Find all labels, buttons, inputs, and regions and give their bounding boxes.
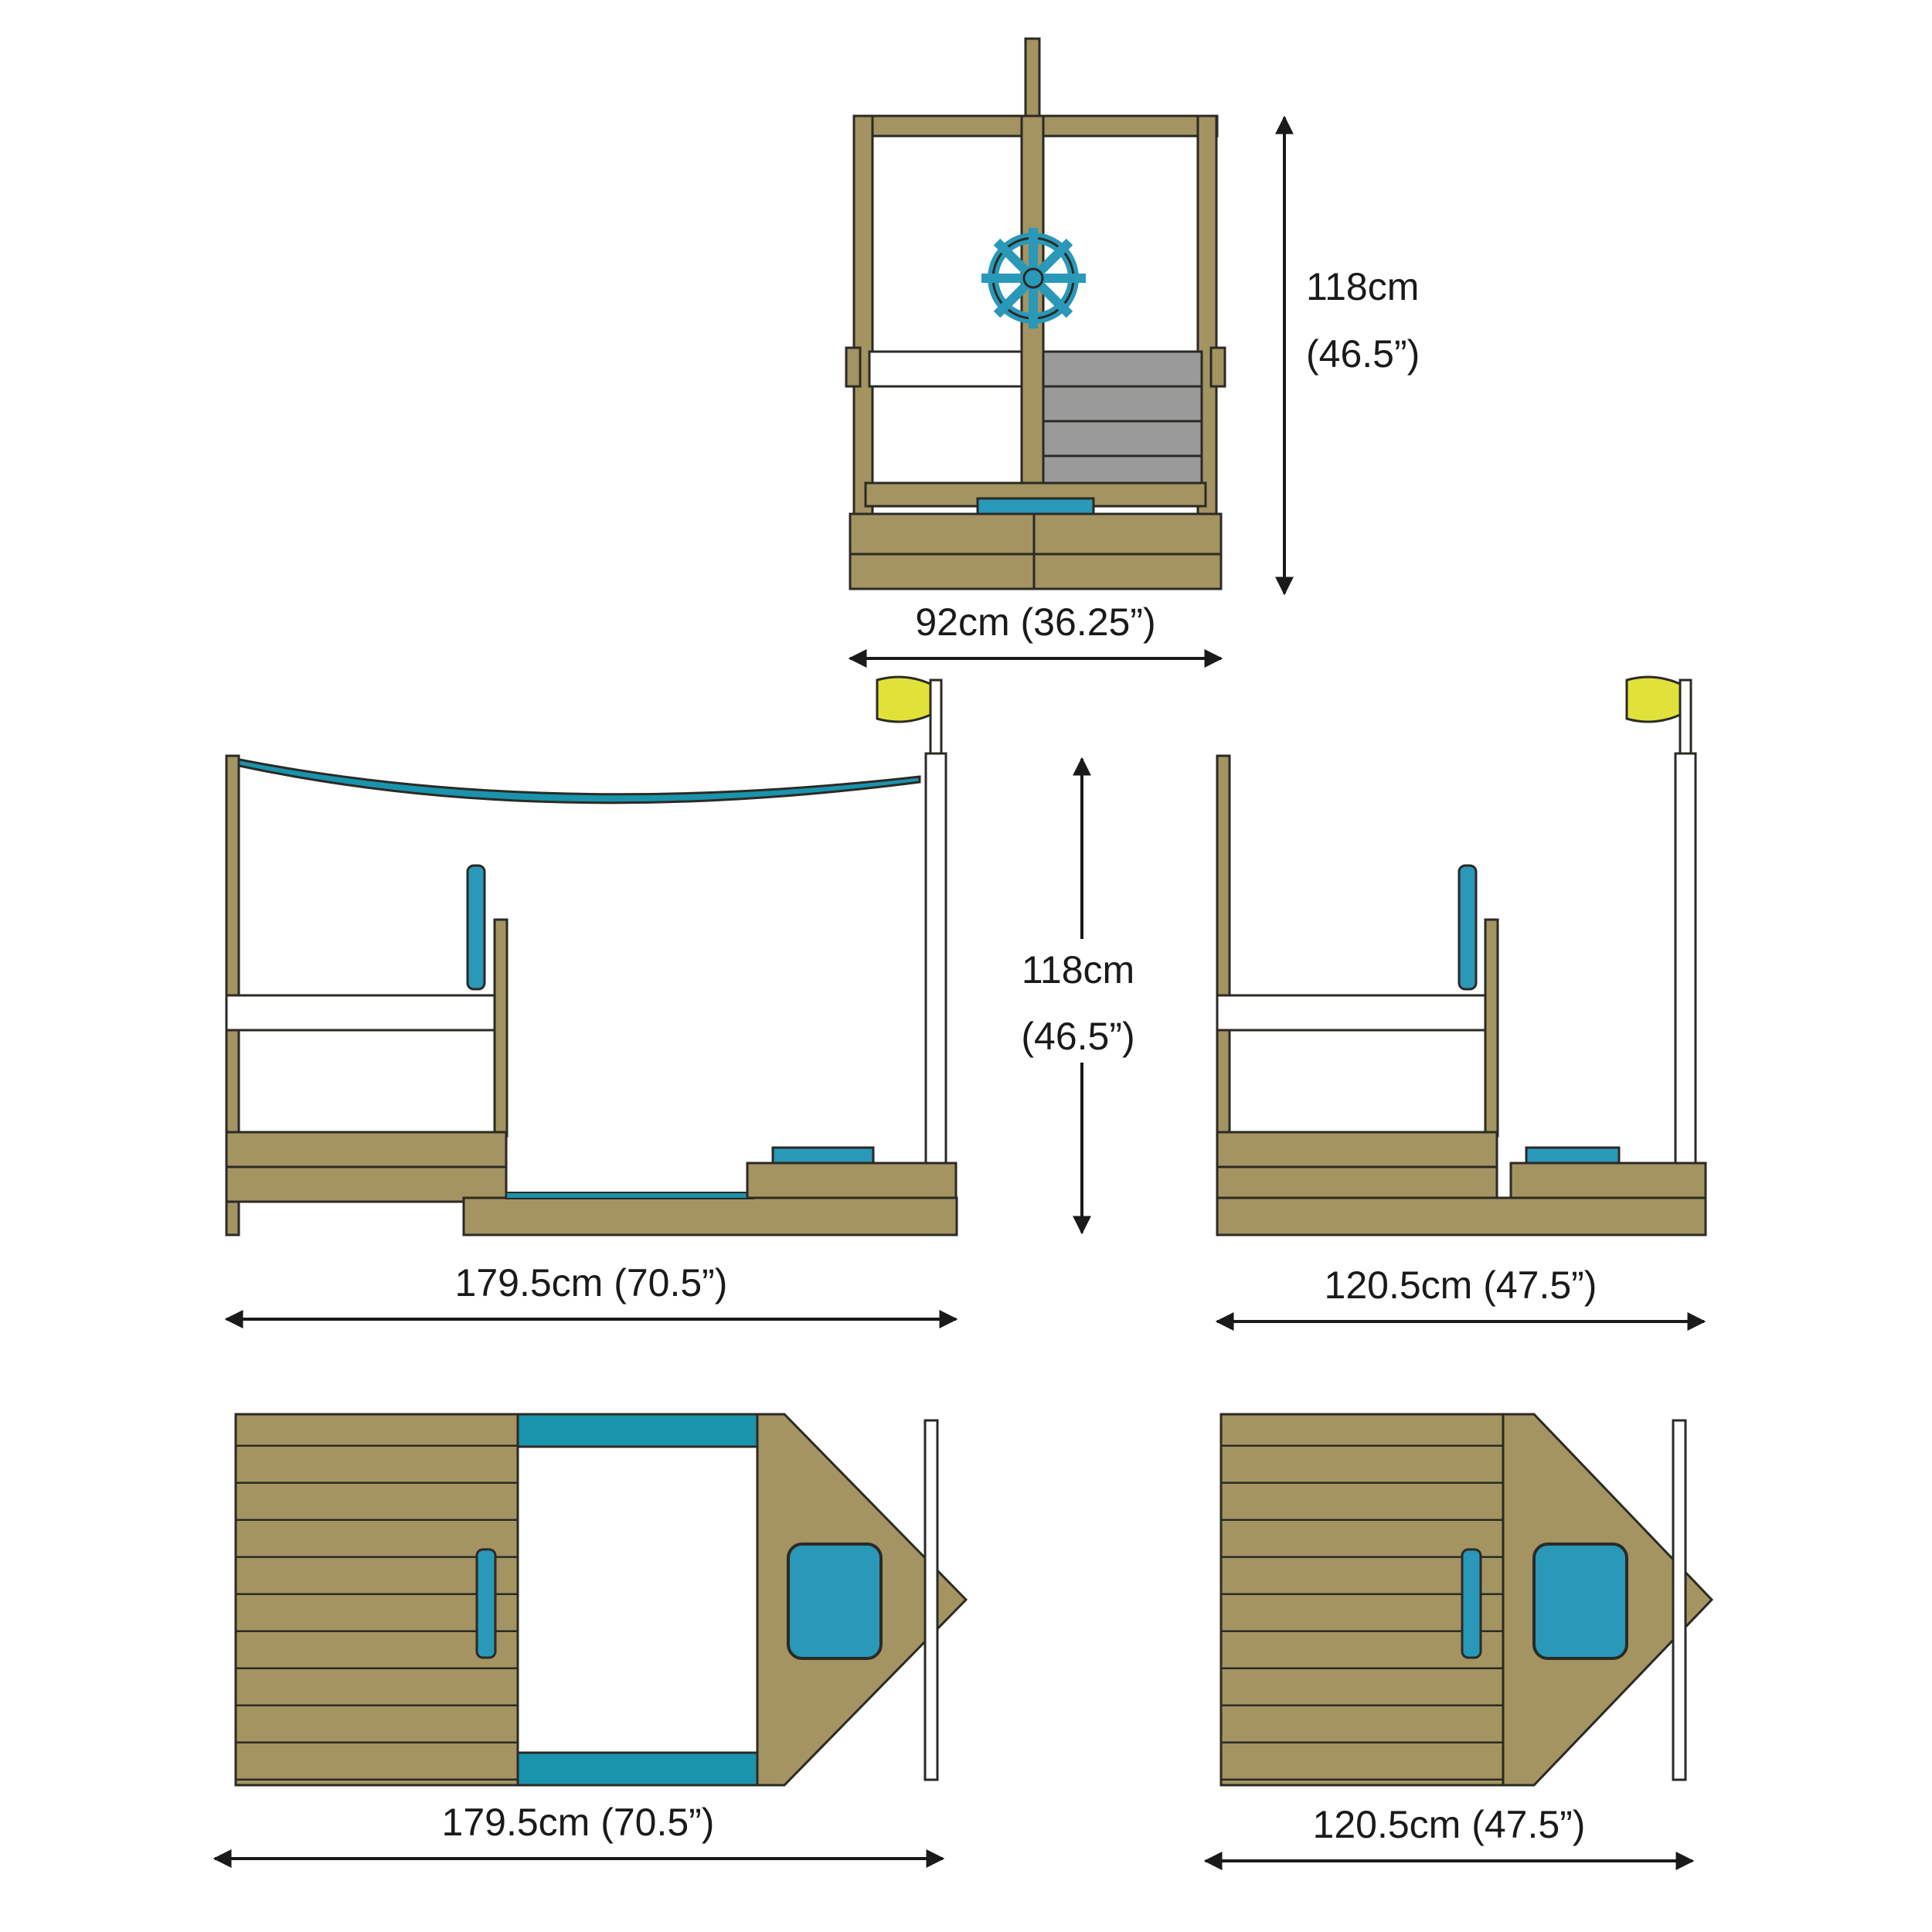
side-short-steering-wheel-icon [1458, 864, 1478, 991]
front-teal-box [976, 497, 1095, 515]
side-long-base [462, 1196, 958, 1236]
top-long-width-label: 179.5cm (70.5”) [442, 1801, 715, 1844]
top-long-teal-rail-bottom [516, 1751, 759, 1787]
top-short-teal-hatch [1532, 1543, 1628, 1660]
side-long-bench-1 [225, 1131, 508, 1168]
front-width-label: 92cm (36.25”) [915, 600, 1155, 644]
top-long-deck [234, 1413, 519, 1787]
side-long-view [225, 675, 958, 1236]
front-base-plank-2 [849, 553, 1223, 590]
side-short-mast-top [1679, 679, 1692, 755]
front-height-cm: 118cm [1306, 265, 1419, 308]
top-long-teal-rail-top [516, 1413, 759, 1448]
side-short-view [1216, 675, 1707, 1236]
side-long-mast [924, 752, 947, 1165]
top-short-steering-wheel-icon [1461, 1548, 1482, 1659]
side-long-flag-icon [876, 675, 932, 723]
top-long-teal-hatch [787, 1543, 883, 1660]
side-long-canopy [234, 757, 921, 804]
side-long-width-label: 179.5cm (70.5”) [455, 1261, 728, 1304]
front-mast-top [1024, 37, 1041, 125]
side-long-height-cm: 118cm [1022, 948, 1134, 992]
side-long-teal-lid [771, 1146, 875, 1165]
top-long-steering-wheel-icon [475, 1548, 497, 1659]
side-long-sand-strip [505, 1192, 754, 1199]
side-short-flag-icon [1625, 675, 1682, 723]
side-short-teal-lid [1525, 1146, 1621, 1165]
front-steering-wheel-icon [981, 228, 1086, 328]
top-long-view [234, 1413, 968, 1787]
side-short-mast [1674, 752, 1697, 1165]
side-long-bench-2 [225, 1165, 508, 1203]
side-short-front-box [1509, 1162, 1707, 1199]
front-white-board [868, 350, 1041, 388]
front-right-tab [1209, 346, 1226, 388]
front-grey-panel-4 [1038, 454, 1203, 488]
top-long-mast [923, 1419, 939, 1781]
front-left-tab [845, 346, 862, 388]
top-short-mast [1672, 1419, 1687, 1781]
top-short-view [1219, 1413, 1714, 1787]
side-long-inner-post [493, 918, 509, 1138]
top-short-width-label: 120.5cm (47.5”) [1313, 1803, 1586, 1846]
side-long-front-box-1 [746, 1162, 957, 1199]
side-short-bench-2 [1216, 1165, 1498, 1203]
front-height-in: (46.5”) [1306, 332, 1420, 376]
side-short-bench-1 [1216, 1131, 1498, 1168]
front-grey-panel-1 [1038, 350, 1203, 388]
top-long-sand-area [516, 1445, 759, 1754]
side-short-white-board [1216, 994, 1497, 1032]
front-view [845, 37, 1226, 590]
front-grey-panel-2 [1038, 385, 1203, 423]
side-short-base [1216, 1196, 1707, 1236]
side-long-white-board [225, 994, 506, 1032]
front-grey-panel-3 [1038, 420, 1203, 457]
side-short-width-label: 120.5cm (47.5”) [1325, 1264, 1597, 1307]
front-base-plank-1 [849, 512, 1223, 556]
side-short-inner-post [1484, 918, 1499, 1138]
side-long-steering-wheel-icon [466, 864, 486, 991]
top-short-deck [1219, 1413, 1505, 1787]
side-long-mast-top [929, 679, 943, 755]
side-long-height-in: (46.5”) [1021, 1015, 1134, 1058]
